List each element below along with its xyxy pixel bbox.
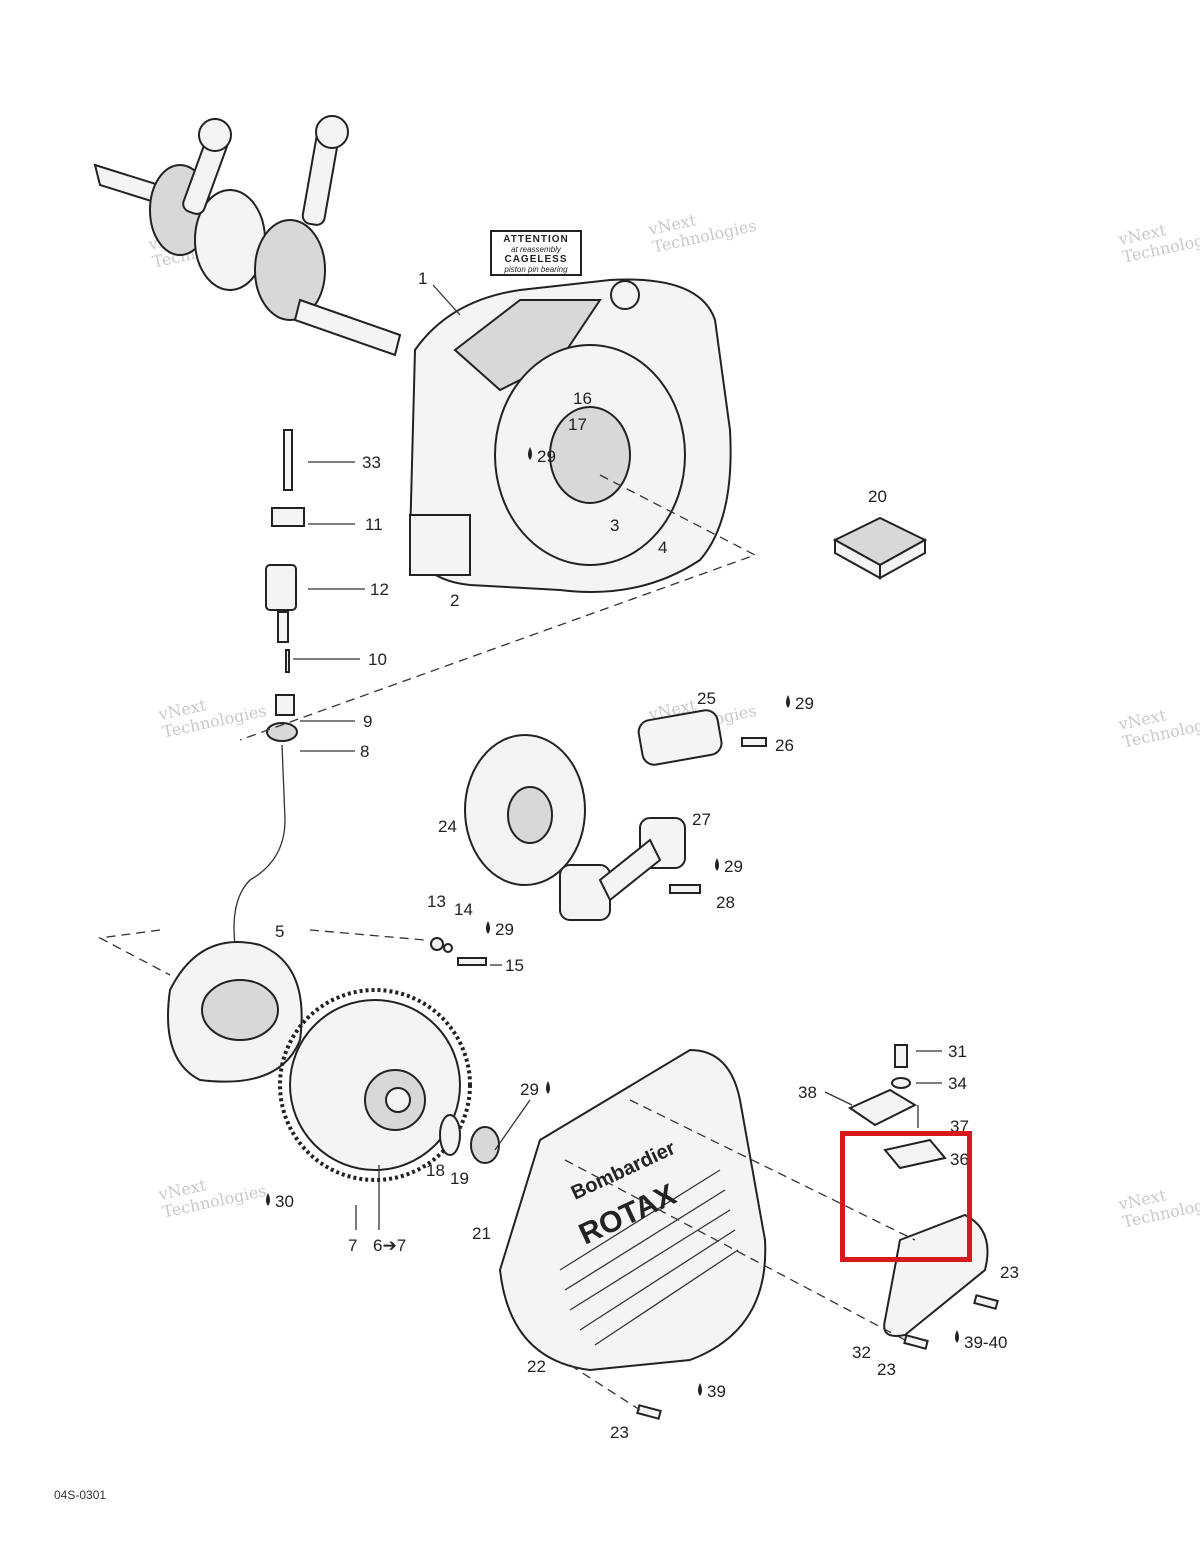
callout-1: 1 <box>418 269 427 288</box>
callout-36: 36 <box>950 1150 969 1169</box>
figure-code: 04S-0301 <box>54 1488 107 1502</box>
callout-29-housing: 29 <box>537 447 556 466</box>
callout-3: 3 <box>610 516 619 535</box>
callout-5: 5 <box>275 922 284 941</box>
oil-drop-icon <box>698 1383 702 1396</box>
callout-26: 26 <box>775 736 794 755</box>
callout-4: 4 <box>658 538 667 557</box>
callout-13: 13 <box>427 892 446 911</box>
sensor-stack <box>233 429 305 946</box>
leader-lines <box>293 284 942 1230</box>
callout-23-bottom: 23 <box>610 1423 629 1442</box>
callout-10: 10 <box>368 650 387 669</box>
oil-drop-icon <box>955 1330 959 1343</box>
highlight-box <box>840 1131 972 1262</box>
callout-31: 31 <box>948 1042 967 1061</box>
attention-label-line-3: CAGELESS <box>504 254 568 265</box>
callout-15: 15 <box>505 956 524 975</box>
callout-23-lower: 23 <box>877 1360 896 1379</box>
callout-24: 24 <box>438 817 457 836</box>
callout-29-rod: 29 <box>724 857 743 876</box>
callout-29-cover: 29 <box>520 1080 539 1099</box>
callout-16: 16 <box>573 389 592 408</box>
callout-32: 32 <box>852 1343 871 1362</box>
callout-29-screw: 29 <box>495 920 514 939</box>
oil-drop-icon <box>546 1081 550 1094</box>
callout-28: 28 <box>716 893 735 912</box>
part-20-block <box>832 516 928 580</box>
attention-label: ATTENTION at reassembly CAGELESS piston … <box>490 230 582 276</box>
parts-13-14-15 <box>430 937 487 966</box>
callout-22: 22 <box>527 1357 546 1376</box>
part-25-26 <box>637 709 767 766</box>
oil-drop-icon <box>528 447 532 460</box>
callout-33: 33 <box>362 453 381 472</box>
oil-drop-icons <box>266 447 959 1396</box>
part-7-flywheel <box>278 988 472 1182</box>
callout-29-spring: 29 <box>795 694 814 713</box>
callout-17: 17 <box>568 415 587 434</box>
callout-25: 25 <box>697 689 716 708</box>
callout-20: 20 <box>868 487 887 506</box>
attention-label-line-2: at reassembly <box>511 245 561 254</box>
oil-drop-icon <box>786 695 790 708</box>
crankshaft <box>93 115 402 357</box>
parts-18-19 <box>439 1114 500 1164</box>
part-27 <box>559 817 701 921</box>
callout-21: 21 <box>472 1224 491 1243</box>
callout-23-bracket: 23 <box>1000 1263 1019 1282</box>
callout-9: 9 <box>363 712 372 731</box>
callout-27: 27 <box>692 810 711 829</box>
callout-8: 8 <box>360 742 369 761</box>
alignment-lines <box>97 474 916 1411</box>
part-21-fan-cover: Bombardier ROTAX <box>498 1048 767 1372</box>
callout-11: 11 <box>365 515 383 534</box>
callout-39: 39 <box>707 1382 726 1401</box>
oil-drop-icon <box>715 858 719 871</box>
oil-drop-icon <box>266 1193 270 1206</box>
callout-34: 34 <box>948 1074 967 1093</box>
callout-14: 14 <box>454 900 473 919</box>
callout-18: 18 <box>426 1161 445 1180</box>
callout-38: 38 <box>798 1083 817 1102</box>
attention-label-line-1: ATTENTION <box>503 234 569 245</box>
callout-6-to-7: 6➔7 <box>373 1236 406 1255</box>
callout-labels: 1 2 3 4 16 17 29 33 11 12 10 9 8 20 25 2… <box>275 269 1019 1442</box>
part-24-plate <box>464 734 586 886</box>
callout-19: 19 <box>450 1169 469 1188</box>
callout-12: 12 <box>370 580 389 599</box>
callout-2: 2 <box>450 591 459 610</box>
oil-drop-icon <box>486 921 490 934</box>
callout-7: 7 <box>348 1236 357 1255</box>
attention-label-line-4: piston pin bearing <box>504 265 568 274</box>
callout-30: 30 <box>275 1192 294 1211</box>
callout-39-40: 39-40 <box>964 1333 1007 1352</box>
bracket-assembly <box>636 1044 999 1420</box>
part-5-stator <box>167 941 303 1083</box>
housing <box>408 278 732 593</box>
